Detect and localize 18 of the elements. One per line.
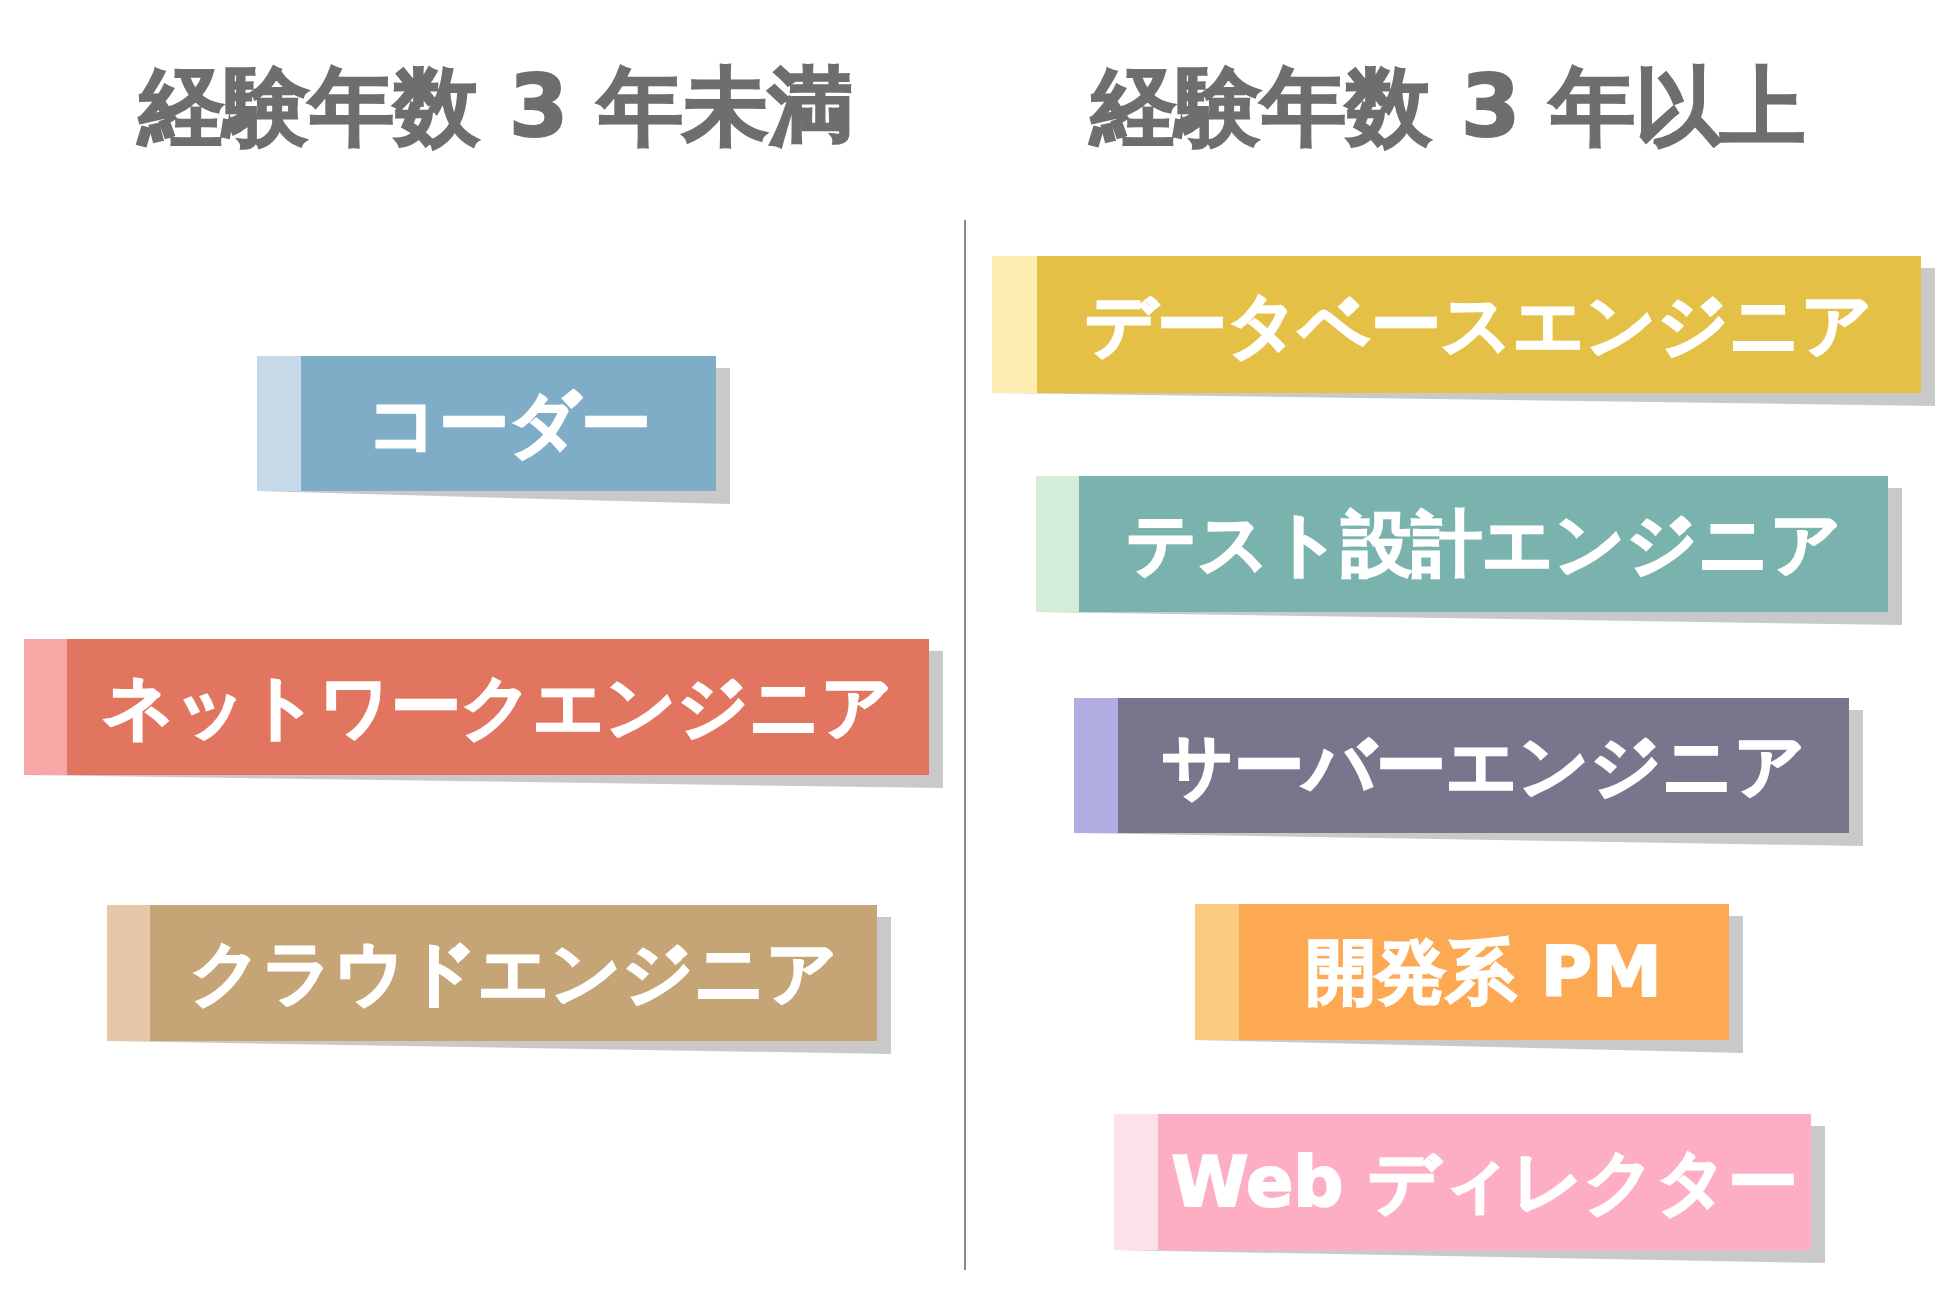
label-tag xyxy=(1114,1114,1825,1263)
tag-label: 開発系 PM xyxy=(1306,933,1662,1011)
tag-label: データベースエンジニア xyxy=(1085,286,1873,363)
column-heading: 経験年数 3 年以上 xyxy=(1091,64,1805,149)
tag-label: テスト設計エンジニア xyxy=(1125,505,1842,583)
tag-label: サーバーエンジニア xyxy=(1161,727,1806,804)
tag-label: Web ディレクター xyxy=(1171,1143,1798,1221)
label-tag xyxy=(992,256,1935,406)
label-tag xyxy=(107,905,891,1054)
label-tag xyxy=(1074,698,1863,846)
label-tag xyxy=(24,639,943,788)
tag-label: コーダー xyxy=(366,385,651,462)
tag-label: ネットワークエンジニア xyxy=(103,668,893,746)
label-tag xyxy=(257,356,730,504)
label-tag xyxy=(1195,904,1743,1053)
column-heading: 経験年数 3 年未満 xyxy=(139,64,853,149)
label-tag xyxy=(1036,476,1902,625)
tag-label: クラウドエンジニア xyxy=(189,934,838,1012)
